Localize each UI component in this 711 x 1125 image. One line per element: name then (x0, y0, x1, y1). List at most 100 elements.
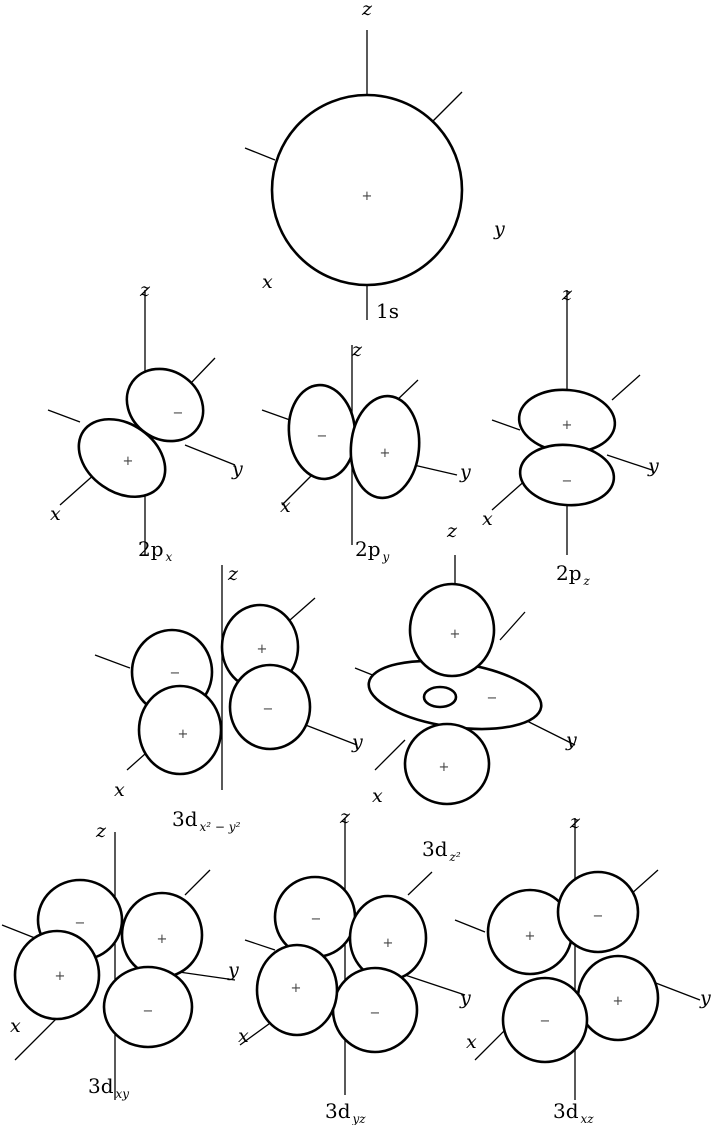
z-axis-label: z (569, 811, 581, 833)
y-axis-label: y (647, 455, 659, 477)
z-axis-label: z (227, 563, 239, 585)
axis-tick (289, 597, 316, 621)
lobe-sign: + (562, 418, 573, 433)
orbital-lobe (408, 582, 496, 678)
axis-tick (47, 409, 81, 423)
x-axis-label: x (280, 495, 291, 517)
x-axis-label: x (10, 1015, 21, 1037)
orbital-label-subscript: z (583, 574, 591, 588)
orbital-lobe (556, 870, 640, 954)
orbital-label-subscript: y (382, 550, 390, 564)
axis-tick (184, 869, 211, 896)
lobe-sign: − (173, 406, 184, 421)
y-axis (606, 454, 653, 471)
axis-tick (94, 654, 131, 669)
axis-tick (191, 357, 216, 383)
y-axis-label: y (459, 461, 471, 483)
axis-tick (611, 374, 641, 401)
orbital-label-main: 3d (325, 1099, 351, 1123)
orbital-lobe (349, 394, 421, 500)
axis-tick (491, 419, 521, 431)
orbital-lobe (13, 929, 101, 1021)
orbital-label-subscript: yz (352, 1112, 367, 1125)
z-axis-label: z (139, 279, 151, 301)
axis-tick (629, 869, 659, 896)
y-axis (184, 444, 236, 466)
lobe-sign: + (123, 454, 134, 469)
lobe-sign: − (263, 702, 274, 717)
axis-tick (261, 409, 291, 421)
axis-tick (244, 147, 276, 161)
orbital-label-subscript: xz (581, 1112, 595, 1125)
orbital-label-subscript: x² − y² (200, 820, 241, 834)
lobe-sign: − (75, 916, 86, 931)
orbital-label-main: 2p (355, 537, 381, 561)
z-axis-label: z (361, 0, 373, 20)
axis-tick (431, 91, 463, 123)
lobe-sign: + (525, 929, 536, 944)
lobe-sign: + (55, 969, 66, 984)
y-axis (404, 974, 466, 996)
orbital-lobe (270, 93, 464, 287)
x-axis (281, 474, 313, 506)
lobe-sign: + (362, 189, 373, 204)
x-axis-label: x (238, 1025, 249, 1047)
lobe-sign: + (613, 994, 624, 1009)
orbital-label-main: 3d (553, 1099, 579, 1123)
y-axis-label: y (227, 959, 239, 981)
y-axis-label: y (699, 987, 711, 1009)
orbital-label-main: 3d (88, 1074, 114, 1098)
orbital-label-subscript: z² (449, 850, 461, 864)
orbital-label-main: 1s (376, 299, 399, 323)
lobe-sign: − (170, 666, 181, 681)
lobe-sign: + (450, 627, 461, 642)
y-axis-label: y (351, 731, 363, 753)
z-axis-label: z (351, 339, 363, 361)
orbital-label-subscript: xy (116, 1087, 130, 1101)
lobe-sign: + (257, 642, 268, 657)
orbital-lobe (518, 443, 616, 507)
z-axis-label: z (561, 283, 573, 305)
axis-tick (499, 611, 526, 641)
z-axis-label: z (339, 806, 351, 828)
lobe-sign: − (370, 1006, 381, 1021)
y-axis-label: y (493, 218, 505, 240)
z-axis-label: z (95, 820, 107, 842)
orbital-lobe (228, 663, 312, 751)
lobe-sign: − (540, 1014, 551, 1029)
x-axis-label: x (482, 508, 493, 530)
x-axis-label: x (372, 785, 383, 807)
orbital-label-subscript: x (166, 550, 173, 564)
lobe-sign: + (380, 446, 391, 461)
orbital-label-main: 3d (422, 837, 448, 861)
orbital-label-main: 2p (138, 537, 164, 561)
x-axis (374, 739, 406, 771)
axis-tick (407, 871, 433, 896)
orbital-lobe (102, 965, 194, 1049)
lobe-sign: − (311, 912, 322, 927)
orbital-label-main: 3d (172, 807, 198, 831)
lobe-sign: + (157, 932, 168, 947)
x-axis-label: x (114, 779, 125, 801)
orbital-label: 1s (376, 299, 399, 323)
lobe-sign: − (317, 429, 328, 444)
lobe-sign: + (439, 760, 450, 775)
lobe-sign: + (178, 727, 189, 742)
lobe-sign: − (593, 909, 604, 924)
y-axis-label: y (565, 729, 577, 751)
